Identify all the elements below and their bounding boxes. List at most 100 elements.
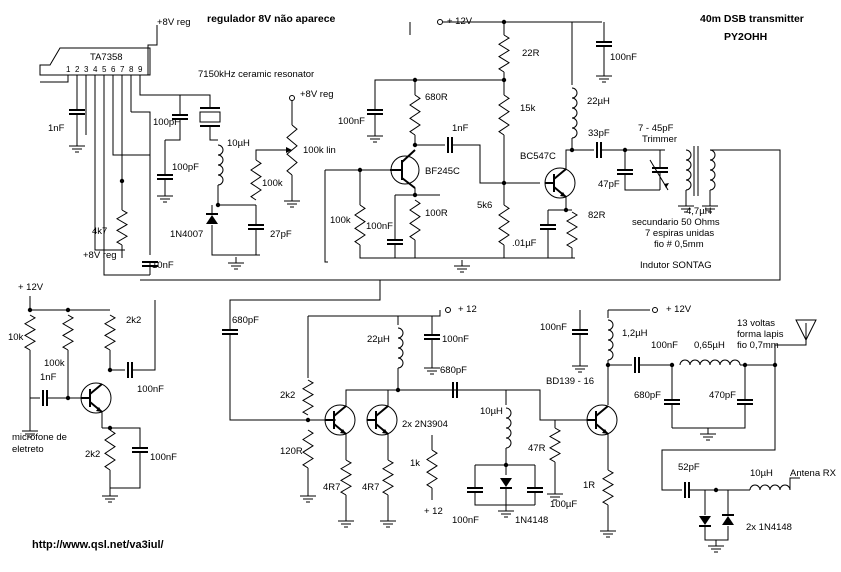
capacitor: [447, 137, 453, 153]
wire: [394, 240, 416, 258]
wire: [789, 477, 800, 490]
label-22uh-mid: 22µH: [367, 334, 390, 345]
label-33pf: 33pF: [588, 128, 610, 139]
capacitor: [617, 169, 633, 175]
wire: [565, 149, 572, 169]
resistor: [104, 314, 116, 351]
emitter-arrow: [602, 429, 608, 434]
label-1nf-mid: 1nF: [452, 123, 469, 134]
ic-ta7358: TA7358 1 2 3 4 5 6 7 8 9: [39, 47, 151, 76]
antenna-icon: [795, 319, 817, 342]
label-2n3904: 2x 2N3904: [402, 419, 448, 430]
supply-wire: [29, 296, 110, 311]
label-100uf: 100µF: [550, 499, 577, 510]
resistor: [602, 469, 614, 506]
wire: [374, 72, 505, 110]
inductor: [607, 319, 614, 361]
inductor: [505, 407, 512, 449]
transformer-core: [693, 146, 699, 196]
wire: [506, 389, 596, 421]
ground-icon: [228, 257, 244, 270]
ground-icon: [547, 488, 563, 501]
ground-icon: [338, 515, 354, 528]
resistor: [116, 209, 128, 246]
label-47r: 47R: [528, 443, 546, 454]
label-2k2-bias: 2k2: [280, 390, 295, 401]
label-12-bot: + 12: [424, 506, 443, 517]
ground-icon: [596, 70, 612, 83]
source-url: http://www.qsl.net/va3iul/: [32, 539, 164, 551]
label-1nf-left: 1nF: [48, 123, 65, 134]
label-680pf-mid: 680pF: [440, 365, 467, 376]
label-15k: 15k: [520, 103, 536, 114]
label-8vreg-left: +8V reg: [83, 250, 117, 261]
ic-pin: 9: [138, 65, 143, 74]
ic-pin: 8: [129, 65, 134, 74]
label-sec1: secundario 50 Ohms: [632, 217, 720, 228]
capacitor: [127, 362, 133, 378]
label-01uf: .01µF: [512, 238, 537, 249]
ic-pin: 4: [93, 65, 98, 74]
label-100nf-pa: 100nF: [540, 322, 567, 333]
label-trimmer: Trimmer: [642, 134, 677, 145]
resistor: [382, 459, 394, 496]
wire: [132, 300, 156, 371]
junction-dot: [65, 307, 71, 313]
capacitor: [157, 174, 173, 180]
ground-icon: [69, 140, 85, 153]
emitter-arrow: [96, 407, 102, 412]
wire: [672, 404, 746, 429]
resistor: [426, 449, 438, 489]
capacitor: [737, 399, 753, 405]
capacitor: [367, 109, 383, 115]
inductor: [679, 359, 741, 366]
label-coil-3: fio 0,7mm: [737, 340, 779, 351]
label-22uh: 22µH: [587, 96, 610, 107]
resistor: [498, 204, 510, 246]
ground-icon: [702, 200, 718, 213]
label-100nf-a: 100nF: [338, 116, 365, 127]
ground-icon: [498, 505, 514, 518]
label-1r: 1R: [583, 480, 595, 491]
capacitor: [596, 142, 602, 158]
label-100nf-bot: 100nF: [452, 515, 479, 526]
wire: [661, 365, 776, 491]
inductor: [749, 484, 791, 491]
wire: [131, 111, 151, 155]
diode-icon: [722, 516, 734, 525]
capacitor: [684, 482, 690, 498]
capacitor: [387, 239, 403, 245]
label-470pf: 470pF: [709, 390, 736, 401]
ground-icon: [102, 490, 118, 503]
wire: [704, 526, 729, 541]
emitter-arrow: [382, 429, 388, 434]
ic-pin: 7: [120, 65, 125, 74]
transistor-leads: [325, 405, 347, 435]
ic-pin-wire: [112, 75, 150, 156]
component-labels: +8V reg 7150kHz ceramic resonator + 12V …: [8, 16, 837, 533]
label-10nf: 10nF: [152, 260, 174, 271]
resistor: [62, 314, 74, 351]
label-10uh: 10µH: [227, 138, 250, 149]
wire: [704, 490, 729, 515]
supply-terminal: [289, 95, 295, 101]
label-100k-mic: 100k: [44, 358, 65, 369]
wire: [345, 389, 506, 406]
label-100nf-b: 100nF: [366, 221, 393, 232]
ic-pin-wire: [139, 75, 180, 96]
label-12v-mic: + 12V: [18, 282, 44, 293]
ground-icon: [300, 490, 316, 503]
label-680pf-out: 680pF: [634, 390, 661, 401]
label-100pf-2: 100pF: [172, 162, 199, 173]
capacitor: [664, 399, 680, 405]
ic-pin: 1: [66, 65, 71, 74]
junction-dot: [27, 307, 33, 313]
ic-pin-numbers: 1 2 3 4 5 6 7 8 9: [66, 65, 143, 74]
ic-pin: 2: [75, 65, 80, 74]
supply-terminal: [437, 19, 443, 25]
wire: [180, 94, 211, 108]
resistor: [498, 94, 510, 136]
ground-icon: [600, 525, 616, 538]
ic-pin-wire: [94, 75, 125, 251]
ground-icon: [284, 195, 300, 208]
